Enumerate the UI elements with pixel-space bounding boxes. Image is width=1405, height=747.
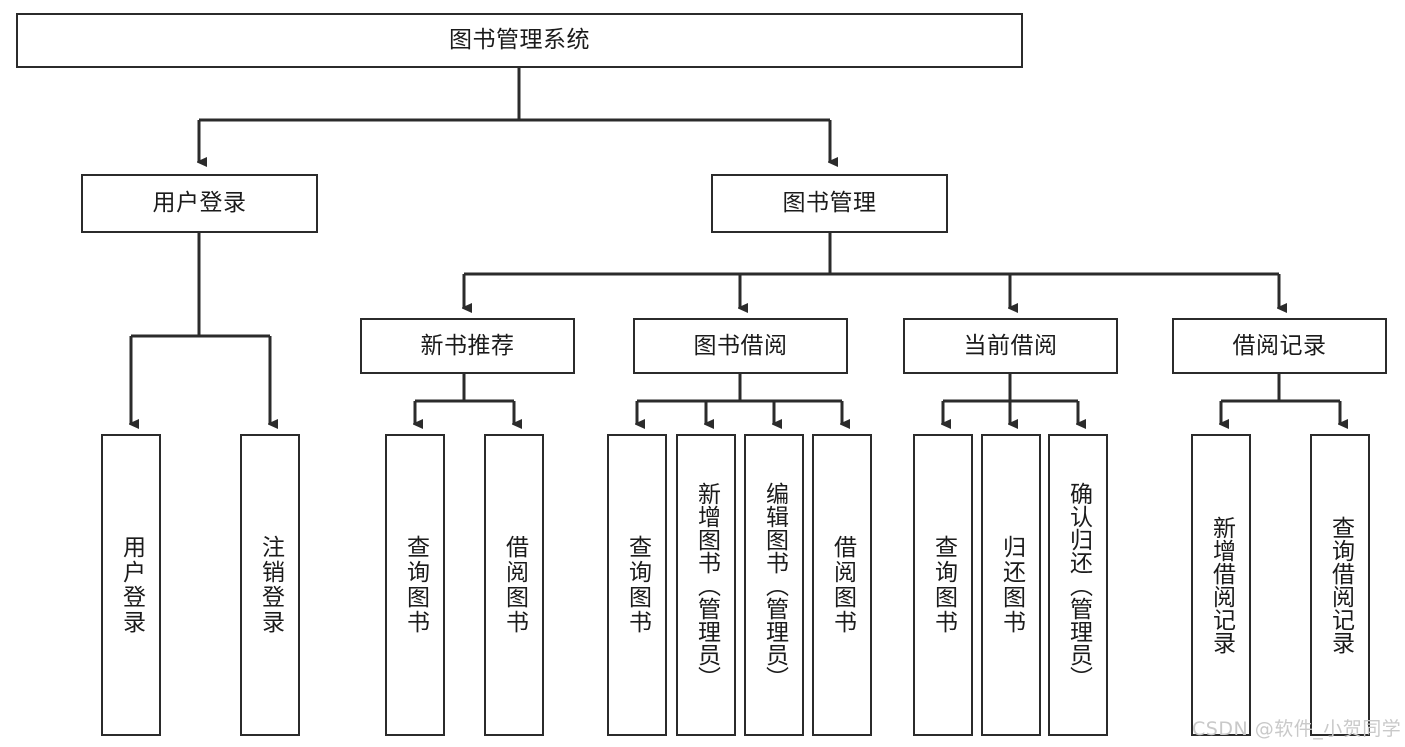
leaf-borrow-record-query[interactable]: 查询借阅记录 [1310,434,1370,736]
node-book-management-label: 图书管理 [782,190,877,217]
node-current-borrow-label: 当前借阅 [963,332,1058,359]
node-current-borrow[interactable]: 当前借阅 [903,318,1118,374]
node-user-login-label: 用户登录 [152,190,247,217]
leaf-new-book-borrow[interactable]: 借阅图书 [484,434,544,736]
leaf-book-borrow-borrow[interactable]: 借阅图书 [812,434,872,736]
leaf-new-book-query[interactable]: 查询图书 [385,434,445,736]
leaf-borrow-record-add-label: 新增借阅记录 [1208,516,1235,654]
node-borrow-record[interactable]: 借阅记录 [1172,318,1387,374]
leaf-current-borrow-query-label: 查询图书 [930,535,957,635]
node-new-book-recommend-label: 新书推荐 [420,332,515,359]
leaf-user-login-login-label: 用户登录 [118,535,145,635]
leaf-new-book-query-label: 查询图书 [402,535,429,635]
leaf-book-borrow-query[interactable]: 查询图书 [607,434,667,736]
node-root-label: 图书管理系统 [449,27,590,54]
leaf-current-borrow-confirm-return[interactable]: 确认归还（管理员） [1048,434,1108,736]
leaf-new-book-borrow-label: 借阅图书 [501,535,528,635]
leaf-book-borrow-add-label: 新增图书（管理员） [693,481,720,689]
node-root-book-management-system[interactable]: 图书管理系统 [16,13,1023,68]
node-borrow-record-label: 借阅记录 [1232,332,1327,359]
leaf-current-borrow-confirm-return-label: 确认归还（管理员） [1065,481,1092,689]
node-book-borrow[interactable]: 图书借阅 [633,318,848,374]
leaf-current-borrow-query[interactable]: 查询图书 [913,434,973,736]
leaf-book-borrow-borrow-label: 借阅图书 [829,535,856,635]
leaf-user-login-logout-label: 注销登录 [257,535,284,635]
leaf-current-borrow-return-label: 归还图书 [998,535,1025,635]
leaf-borrow-record-query-label: 查询借阅记录 [1327,516,1354,654]
node-book-management[interactable]: 图书管理 [711,174,948,233]
leaf-user-login-login[interactable]: 用户登录 [101,434,161,736]
leaf-book-borrow-edit[interactable]: 编辑图书（管理员） [744,434,804,736]
node-book-borrow-label: 图书借阅 [693,332,788,359]
node-user-login[interactable]: 用户登录 [81,174,318,233]
leaf-book-borrow-query-label: 查询图书 [624,535,651,635]
leaf-current-borrow-return[interactable]: 归还图书 [981,434,1041,736]
leaf-book-borrow-edit-label: 编辑图书（管理员） [761,481,788,689]
node-new-book-recommend[interactable]: 新书推荐 [360,318,575,374]
leaf-book-borrow-add[interactable]: 新增图书（管理员） [676,434,736,736]
leaf-user-login-logout[interactable]: 注销登录 [240,434,300,736]
leaf-borrow-record-add[interactable]: 新增借阅记录 [1191,434,1251,736]
